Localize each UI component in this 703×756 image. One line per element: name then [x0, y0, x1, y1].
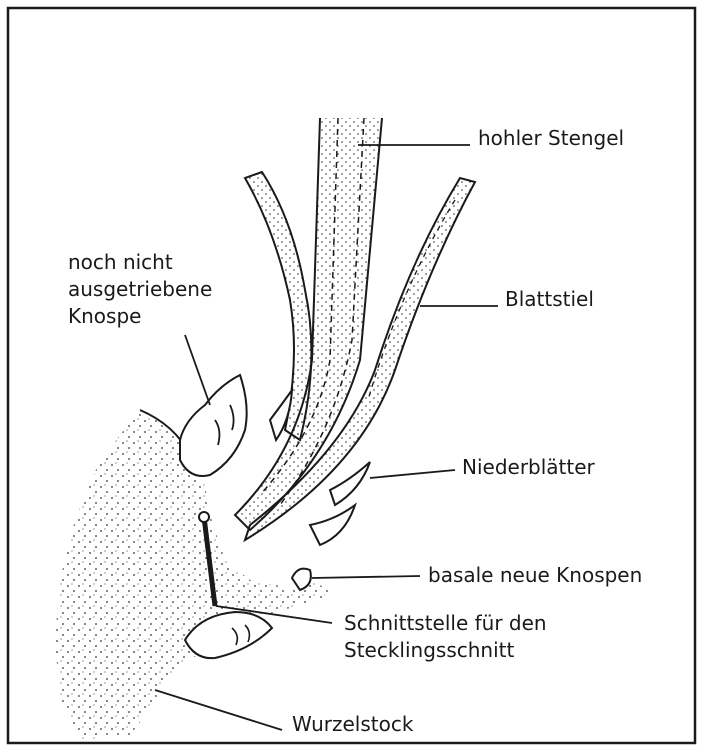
- leader-basal-buds: [312, 576, 420, 578]
- label-hollow-stem: hohler Stengel: [478, 125, 624, 152]
- scale-leaf-lower: [310, 505, 355, 545]
- label-bud-line1: noch nicht: [68, 249, 173, 276]
- scale-leaf: [330, 462, 370, 505]
- dormant-bud: [180, 375, 247, 476]
- cut-mark-top: [199, 512, 209, 522]
- label-bud-line3: Knospe: [68, 303, 141, 330]
- leader-rootstock: [155, 690, 282, 730]
- left-leaf-stalk: [245, 172, 311, 440]
- label-basal-buds: basale neue Knospen: [428, 562, 642, 589]
- label-cut-line2: Stecklingsschnitt: [344, 637, 514, 664]
- label-cut-line1: Schnittstelle für den: [344, 610, 547, 637]
- leader-scale-leaves: [370, 470, 455, 478]
- label-bud-line2: ausgetriebene: [68, 276, 212, 303]
- label-scale-leaves: Niederblätter: [462, 454, 595, 481]
- label-rootstock: Wurzelstock: [292, 711, 413, 738]
- leader-bud: [185, 335, 210, 405]
- label-leaf-stalk: Blattstiel: [505, 286, 594, 313]
